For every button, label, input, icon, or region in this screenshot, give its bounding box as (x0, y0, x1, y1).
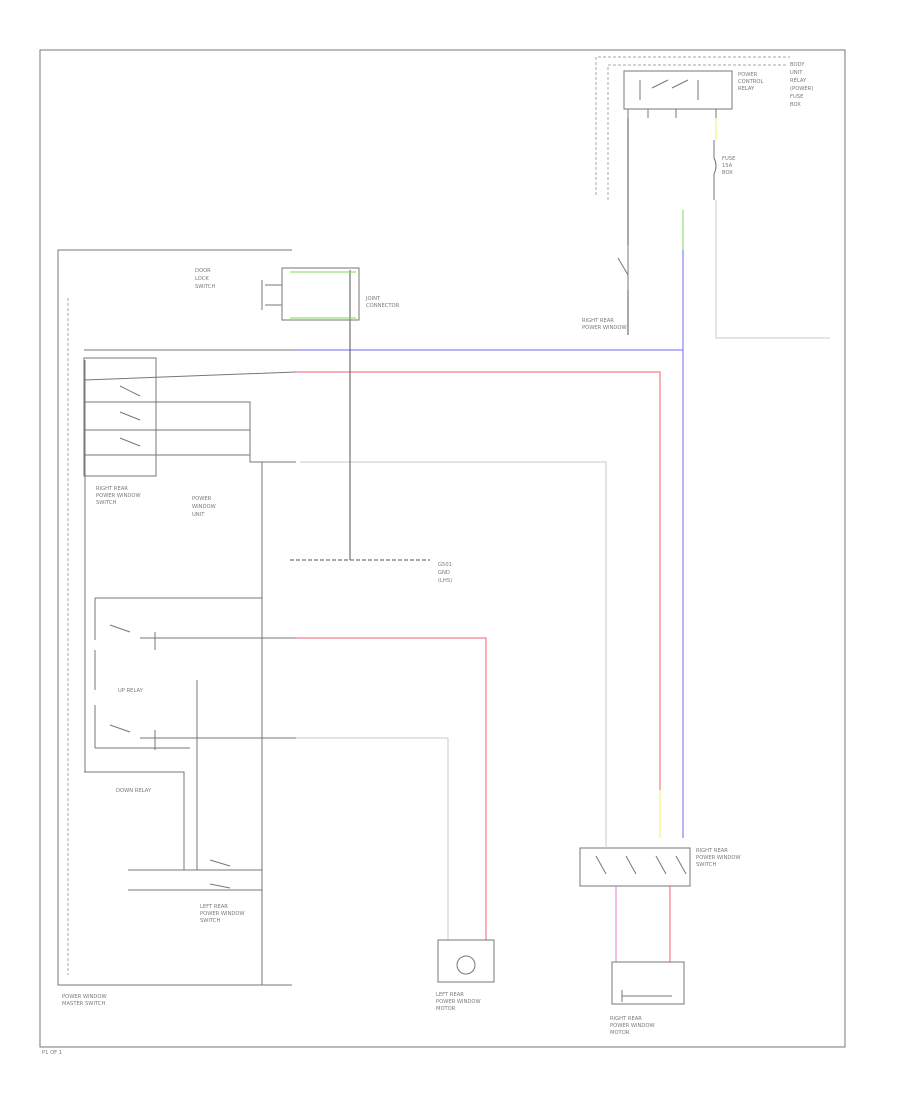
label-lr-switch-3: SWITCH (200, 918, 220, 924)
fuse-box-outline (595, 56, 790, 195)
label-pw-master: POWER WINDOW (62, 994, 107, 1000)
label-pw-master-2: MASTER SWITCH (62, 1001, 105, 1007)
label-rr-switch-2: POWER WINDOW (696, 855, 741, 861)
label-lr-switch: LEFT REAR (200, 904, 228, 910)
label-ground: G501 (438, 562, 452, 568)
label-rr-motor-3: MOTOR (610, 1030, 630, 1036)
rr-motor-symbol (621, 990, 672, 1002)
label-lr-motor-3: MOTOR (436, 1006, 456, 1012)
diagram-frame (39, 49, 846, 1048)
master-switch-lines (83, 371, 297, 463)
down-relay-group (94, 705, 296, 750)
gray-wire-right (300, 461, 607, 790)
label-door-lock-3: SWITCH (195, 284, 215, 290)
label-body-unit-6: BOX (790, 102, 801, 108)
label-master-switch: RIGHT REAR (96, 486, 128, 492)
label-lr-motor-2: POWER WINDOW (436, 999, 481, 1005)
label-rr-motor-2: POWER WINDOW (610, 1023, 655, 1029)
up-relay-group (94, 597, 296, 690)
red-wire-lower (296, 637, 487, 940)
master-switch-box (83, 357, 157, 477)
left-rear-motor-symbol (456, 955, 476, 975)
label-ground-3: (LHS) (438, 578, 452, 584)
label-body-unit: BODY (790, 62, 805, 68)
relay-pins (627, 109, 717, 118)
label-body-unit-5: FUSE (790, 94, 803, 100)
fuse-box-outline-2 (607, 64, 786, 200)
label-control-unit-3: UNIT (192, 512, 205, 518)
relay-ground-wire (715, 200, 830, 339)
label-joint-2: CONNECTOR (366, 303, 400, 309)
label-master-switch-3: SWITCH (96, 500, 116, 506)
power-relay-box (623, 70, 733, 110)
label-power-relay: POWER (738, 72, 758, 78)
relay-contacts (639, 79, 699, 100)
fuse-symbol (713, 140, 717, 200)
rr-switch-contacts (595, 855, 687, 875)
label-door-lock-2: LOCK (195, 276, 209, 282)
label-body-unit-2: UNIT (790, 70, 803, 76)
label-power-relay-3: RELAY (738, 86, 755, 92)
right-rear-motor-box (611, 961, 685, 1005)
door-lock-contact (261, 280, 282, 310)
gray-wire-lower (296, 737, 449, 940)
label-up-relay: UP RELAY (118, 688, 144, 694)
right-rear-switch-box (579, 847, 691, 887)
left-rear-motor-box (437, 939, 495, 983)
rr-switch-contact (617, 245, 629, 290)
label-master-switch-2: POWER WINDOW (96, 493, 141, 499)
blue-wire (296, 250, 684, 838)
door-lock-switch-box (281, 267, 360, 321)
label-rr-switch-side: RIGHT REAR (582, 318, 614, 324)
label-rr-switch: RIGHT REAR (696, 848, 728, 854)
label-power-relay-2: CONTROL (738, 79, 763, 85)
label-joint: JOINT (365, 296, 381, 302)
label-group: POWER CONTROL RELAY BODY UNIT RELAY (POW… (42, 62, 813, 1056)
relay-ground-bus (84, 360, 198, 870)
label-body-unit-3: RELAY (790, 78, 807, 84)
label-lr-motor: LEFT REAR (436, 992, 464, 998)
label-fuse-2: 15A (722, 163, 733, 169)
label-ground-2: GND (438, 570, 450, 576)
label-control-unit-2: WINDOW (192, 504, 216, 510)
label-body-unit-4: (POWER) (790, 86, 813, 92)
label-down-relay: DOWN RELAY (116, 788, 152, 794)
master-switch-enclosure (57, 249, 292, 986)
label-rr-switch-3: SWITCH (696, 862, 716, 868)
label-rr-switch-side-2: POWER WINDOW (582, 325, 627, 331)
label-fuse-3: BOX (722, 170, 733, 176)
label-door-lock: DOOR (195, 268, 211, 274)
label-control-unit: POWER (192, 496, 212, 502)
page-ref: P1 OF 1 (42, 1050, 62, 1056)
label-fuse: FUSE (722, 156, 735, 162)
lr-switch (128, 859, 262, 891)
label-rr-motor: RIGHT REAR (610, 1016, 642, 1022)
red-wire-upper (296, 371, 661, 838)
label-lr-switch-2: POWER WINDOW (200, 911, 245, 917)
